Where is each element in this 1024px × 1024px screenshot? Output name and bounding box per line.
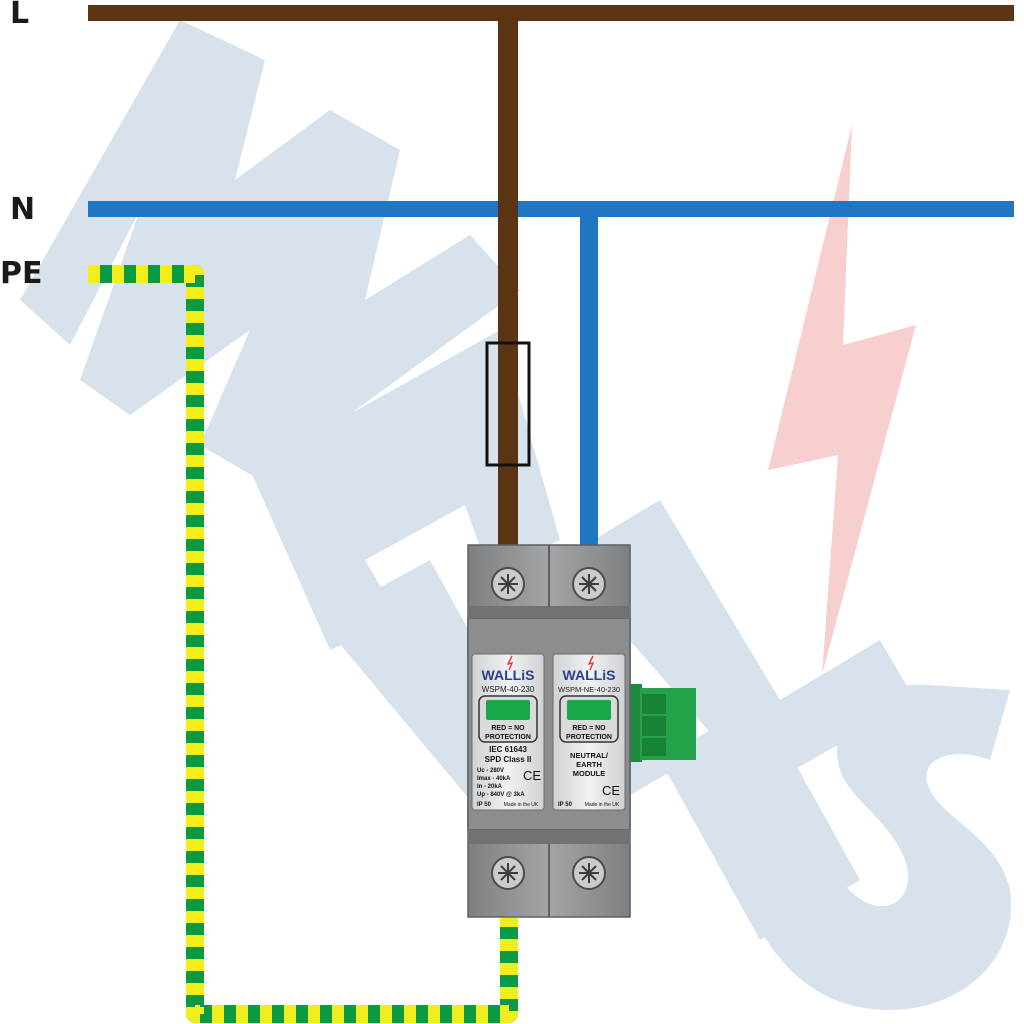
earth-wire-stripes bbox=[88, 265, 518, 1023]
module-right-desc-3: MODULE bbox=[573, 769, 606, 778]
module-left-spec-3: Uc - 280V bbox=[477, 768, 504, 774]
brand-bolt-icon bbox=[506, 655, 514, 671]
module-right-brand: WALLiS bbox=[563, 667, 616, 683]
neutral-label: N bbox=[10, 192, 36, 227]
module-right-origin: Made in the UK bbox=[585, 802, 620, 808]
module-right-desc-2: EARTH bbox=[576, 760, 602, 769]
module-left-spec-1: IEC 61643 bbox=[489, 745, 527, 754]
watermark-letter-a bbox=[250, 330, 560, 650]
module-right-ip: IP 50 bbox=[558, 802, 573, 808]
module-left-spec-6: Up - 840V @ 3kA bbox=[477, 792, 525, 798]
brand-bolt-icon bbox=[587, 655, 595, 671]
module-left-status-2: PROTECTION bbox=[485, 734, 531, 741]
module-left-origin: Made in the UK bbox=[504, 802, 539, 808]
module-left-spec-5: In - 20kA bbox=[477, 784, 503, 790]
terminal-screw-top-right bbox=[572, 567, 606, 601]
module-left-ip: IP 50 bbox=[477, 802, 492, 808]
neutral-bus bbox=[88, 201, 1014, 217]
module-right-model: WSPM-NE-40-230 bbox=[558, 685, 620, 694]
module-right-status-2: PROTECTION bbox=[566, 734, 612, 741]
module-right-desc-1: NEUTRAL/ bbox=[570, 751, 609, 760]
live-label: L bbox=[10, 0, 30, 31]
lightning-bolt-watermark bbox=[768, 125, 916, 675]
live-bus bbox=[88, 5, 1014, 21]
module-left-spec-2: SPD Class II bbox=[485, 755, 532, 764]
status-indicator-left bbox=[486, 700, 530, 720]
module-right: WALLiS WSPM-NE-40-230 RED = NO PROTECTIO… bbox=[552, 653, 626, 811]
module-left: WALLiS WSPM-40-230 RED = NO PROTECTION I… bbox=[471, 653, 545, 811]
neutral-drop-wire bbox=[580, 209, 598, 551]
ce-mark-left: CE bbox=[523, 768, 541, 783]
fuse bbox=[485, 341, 531, 467]
watermark-letter-s bbox=[760, 684, 1012, 1010]
status-indicator-right bbox=[567, 700, 611, 720]
terminal-screw-top-left bbox=[491, 567, 525, 601]
watermark-letter-l2 bbox=[560, 500, 915, 790]
module-right-status-1: RED = NO bbox=[572, 725, 606, 732]
ce-mark-right: CE bbox=[602, 783, 620, 798]
watermark-letter-i bbox=[660, 700, 860, 940]
watermark-letter-w bbox=[20, 20, 520, 480]
module-left-model: WSPM-40-230 bbox=[482, 685, 535, 694]
terminal-screw-bottom-right bbox=[572, 856, 606, 890]
module-left-brand: WALLiS bbox=[482, 667, 535, 683]
live-drop-wire bbox=[498, 13, 518, 551]
terminal-screw-bottom-left bbox=[491, 856, 525, 890]
module-left-status-1: RED = NO bbox=[491, 725, 525, 732]
module-left-spec-4: Imax - 40kA bbox=[477, 776, 511, 782]
side-connector bbox=[628, 684, 696, 762]
earth-label: PE bbox=[0, 256, 43, 291]
